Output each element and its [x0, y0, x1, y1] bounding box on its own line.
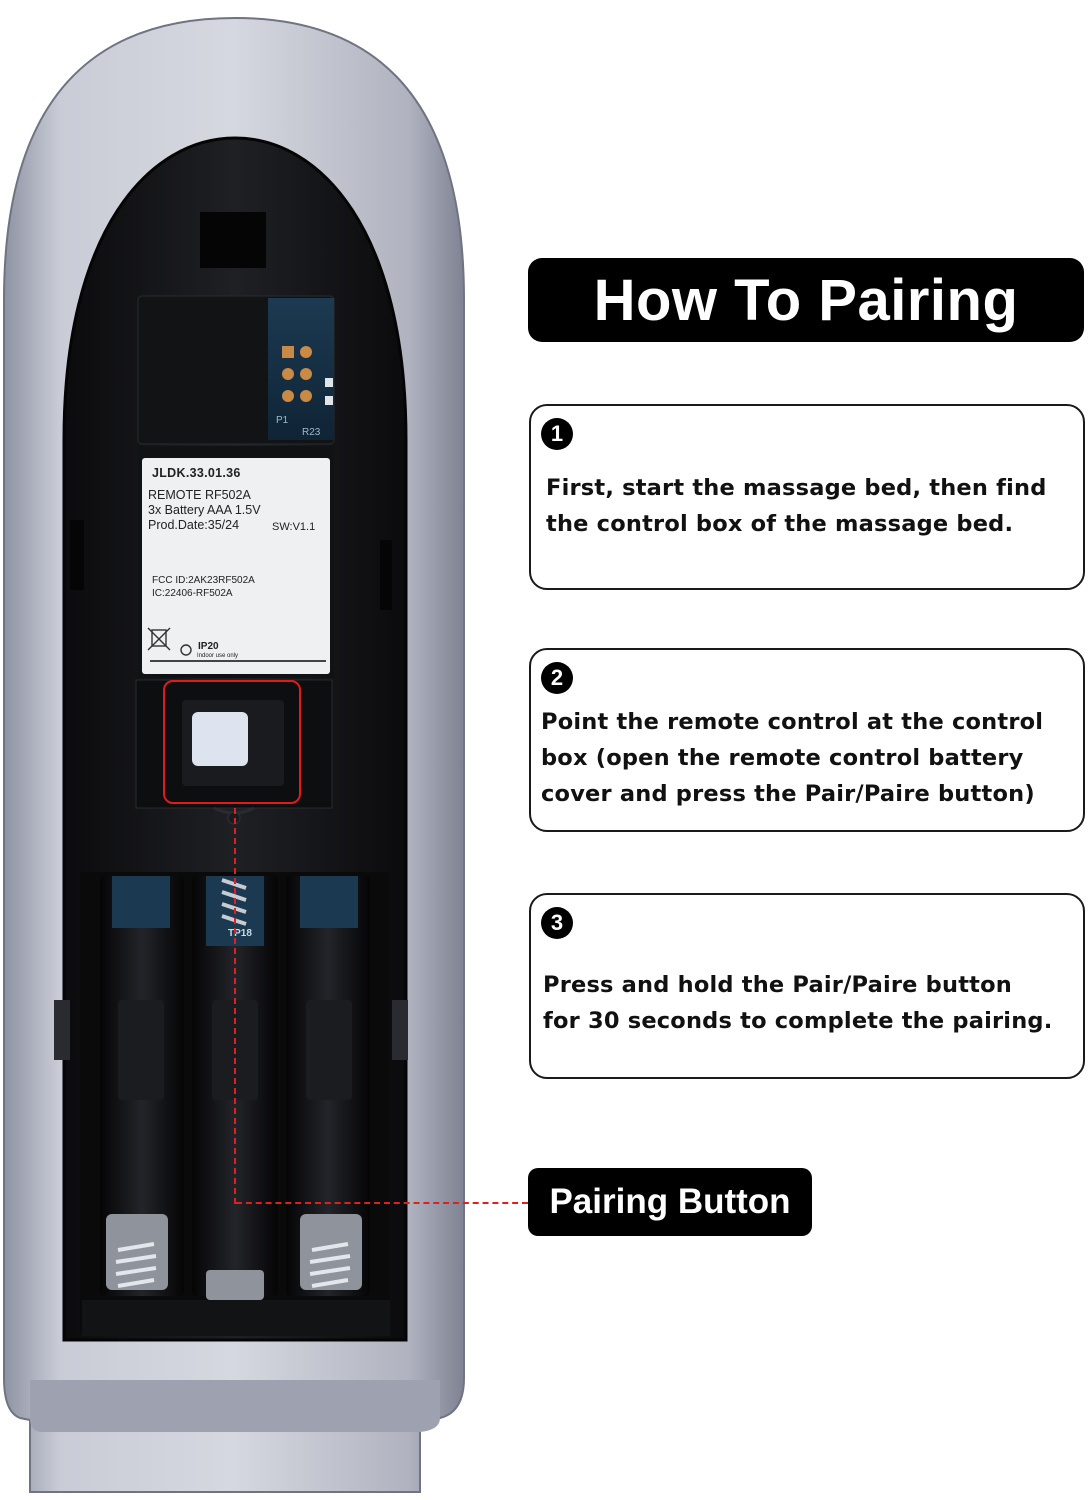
step-card-1: 1 First, start the massage bed, then fin…: [529, 404, 1085, 590]
pcb-r23-label: R23: [302, 427, 321, 438]
pairing-button-callout: Pairing Button: [528, 1168, 812, 1236]
label-ip-rating: IP20: [198, 641, 219, 652]
step-number-2: 2: [541, 662, 573, 694]
pcb-tp18-label: TP18: [228, 928, 252, 939]
leader-line-horizontal: [236, 1202, 528, 1204]
label-model: REMOTE RF502A: [148, 488, 251, 502]
label-fcc-id: FCC ID:2AK23RF502A: [152, 575, 255, 586]
step-text-1: First, start the massage bed, then find …: [546, 475, 1047, 537]
page-title: How To Pairing: [528, 258, 1084, 342]
step-number-3: 3: [541, 907, 573, 939]
label-ic: IC:22406-RF502A: [152, 588, 233, 599]
label-battery: 3x Battery AAA 1.5V: [148, 503, 261, 517]
remote-illustration: JLDK.33.01.36 REMOTE RF502A 3x Battery A…: [0, 0, 470, 1500]
label-code: JLDK.33.01.36: [152, 466, 241, 480]
step-number-1: 1: [541, 418, 573, 450]
step-card-3: 3 Press and hold the Pair/Paire button f…: [529, 893, 1085, 1079]
leader-line-vertical: [234, 808, 236, 1204]
step-card-2: 2 Point the remote control at the contro…: [529, 648, 1085, 832]
label-prod-date: Prod.Date:35/24: [148, 518, 240, 532]
step-text-3: Press and hold the Pair/Paire button for…: [543, 972, 1053, 1034]
label-indoor-use: Indoor use only: [197, 653, 239, 659]
pcb-p1-label: P1: [276, 415, 289, 426]
label-sw-version: SW:V1.1: [272, 521, 316, 533]
pairing-button-highlight: [163, 680, 301, 804]
step-text-2: Point the remote control at the control …: [541, 709, 1044, 807]
